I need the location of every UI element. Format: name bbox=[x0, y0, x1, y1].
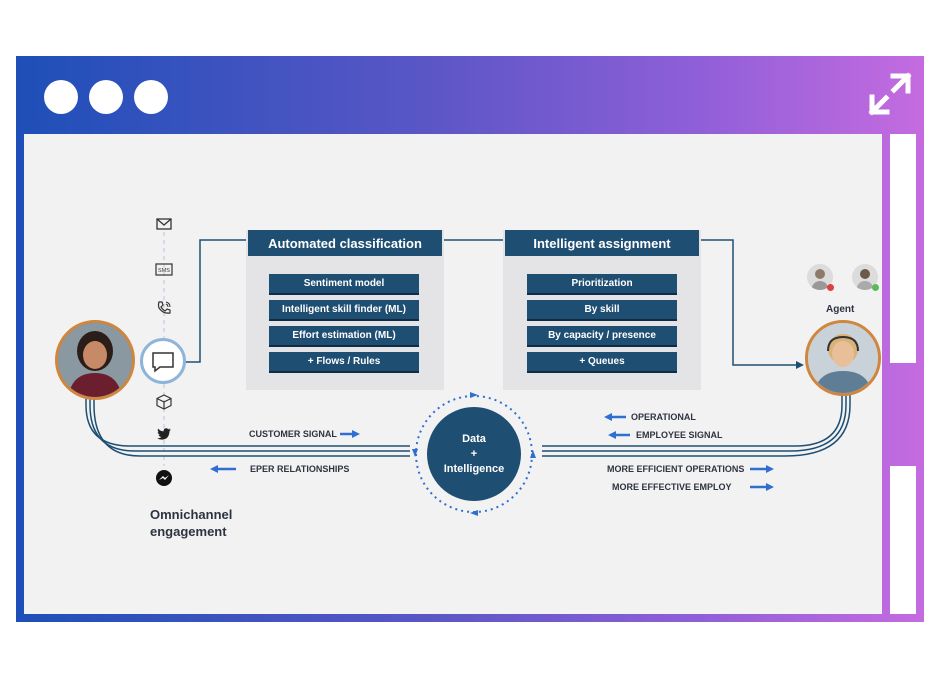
relationships-label: EPER RELATIONSHIPS bbox=[250, 464, 350, 474]
omnichannel-label-line2: engagement bbox=[150, 524, 227, 539]
chat-channel-button[interactable] bbox=[140, 338, 186, 384]
hub-line-intelligence: Intelligence bbox=[443, 462, 505, 475]
phone-icon bbox=[157, 301, 171, 314]
window-dot-3[interactable] bbox=[134, 80, 168, 114]
scroll-panel-top bbox=[890, 134, 916, 363]
efficient-operations-label: MORE EFFICIENT OPERATIONS bbox=[607, 464, 745, 474]
assignment-title: Intelligent assignment bbox=[505, 230, 699, 256]
sms-icon: SMS bbox=[155, 263, 173, 276]
agent-label: Agent bbox=[826, 304, 855, 315]
classification-item-effort: Effort estimation (ML) bbox=[269, 326, 419, 347]
data-intelligence-hub: Data + Intelligence bbox=[427, 407, 521, 501]
assignment-item-prioritization: Prioritization bbox=[527, 274, 677, 295]
omnichannel-label-line1: Omnichannel bbox=[150, 507, 233, 522]
agent-status-busy-icon bbox=[827, 284, 834, 291]
hub-line-plus: + bbox=[470, 447, 478, 460]
customer-avatar bbox=[55, 320, 135, 400]
assignment-item-queues: + Queues bbox=[527, 352, 677, 373]
agent-avatar bbox=[805, 320, 881, 396]
email-icon bbox=[156, 218, 172, 230]
employee-signal-label: EMPLOYEE SIGNAL bbox=[636, 430, 723, 440]
svg-text:SMS: SMS bbox=[158, 268, 170, 274]
messenger-icon bbox=[156, 470, 172, 486]
hub-line-data: Data bbox=[462, 432, 486, 445]
classification-item-flows: + Flows / Rules bbox=[269, 352, 419, 373]
window-dot-1[interactable] bbox=[44, 80, 78, 114]
classification-item-sentiment: Sentiment model bbox=[269, 274, 419, 295]
customer-signal-label: CUSTOMER SIGNAL bbox=[249, 429, 337, 439]
window-dot-2[interactable] bbox=[89, 80, 123, 114]
classification-item-skill-finder: Intelligent skill finder (ML) bbox=[269, 300, 419, 321]
assignment-item-capacity: By capacity / presence bbox=[527, 326, 677, 347]
expand-arrows-icon[interactable] bbox=[866, 70, 914, 118]
omnichannel-label: Omnichannel engagement bbox=[150, 506, 232, 540]
twitter-icon bbox=[157, 428, 171, 440]
operational-label: OPERATIONAL bbox=[631, 412, 696, 422]
package-icon bbox=[156, 394, 172, 410]
assignment-item-skill: By skill bbox=[527, 300, 677, 321]
chat-icon bbox=[152, 352, 174, 373]
agent-status-available-icon bbox=[872, 284, 879, 291]
effective-employ-label: MORE EFFECTIVE EMPLOY bbox=[612, 482, 732, 492]
classification-title: Automated classification bbox=[248, 230, 442, 256]
scroll-panel-bottom bbox=[890, 466, 916, 614]
